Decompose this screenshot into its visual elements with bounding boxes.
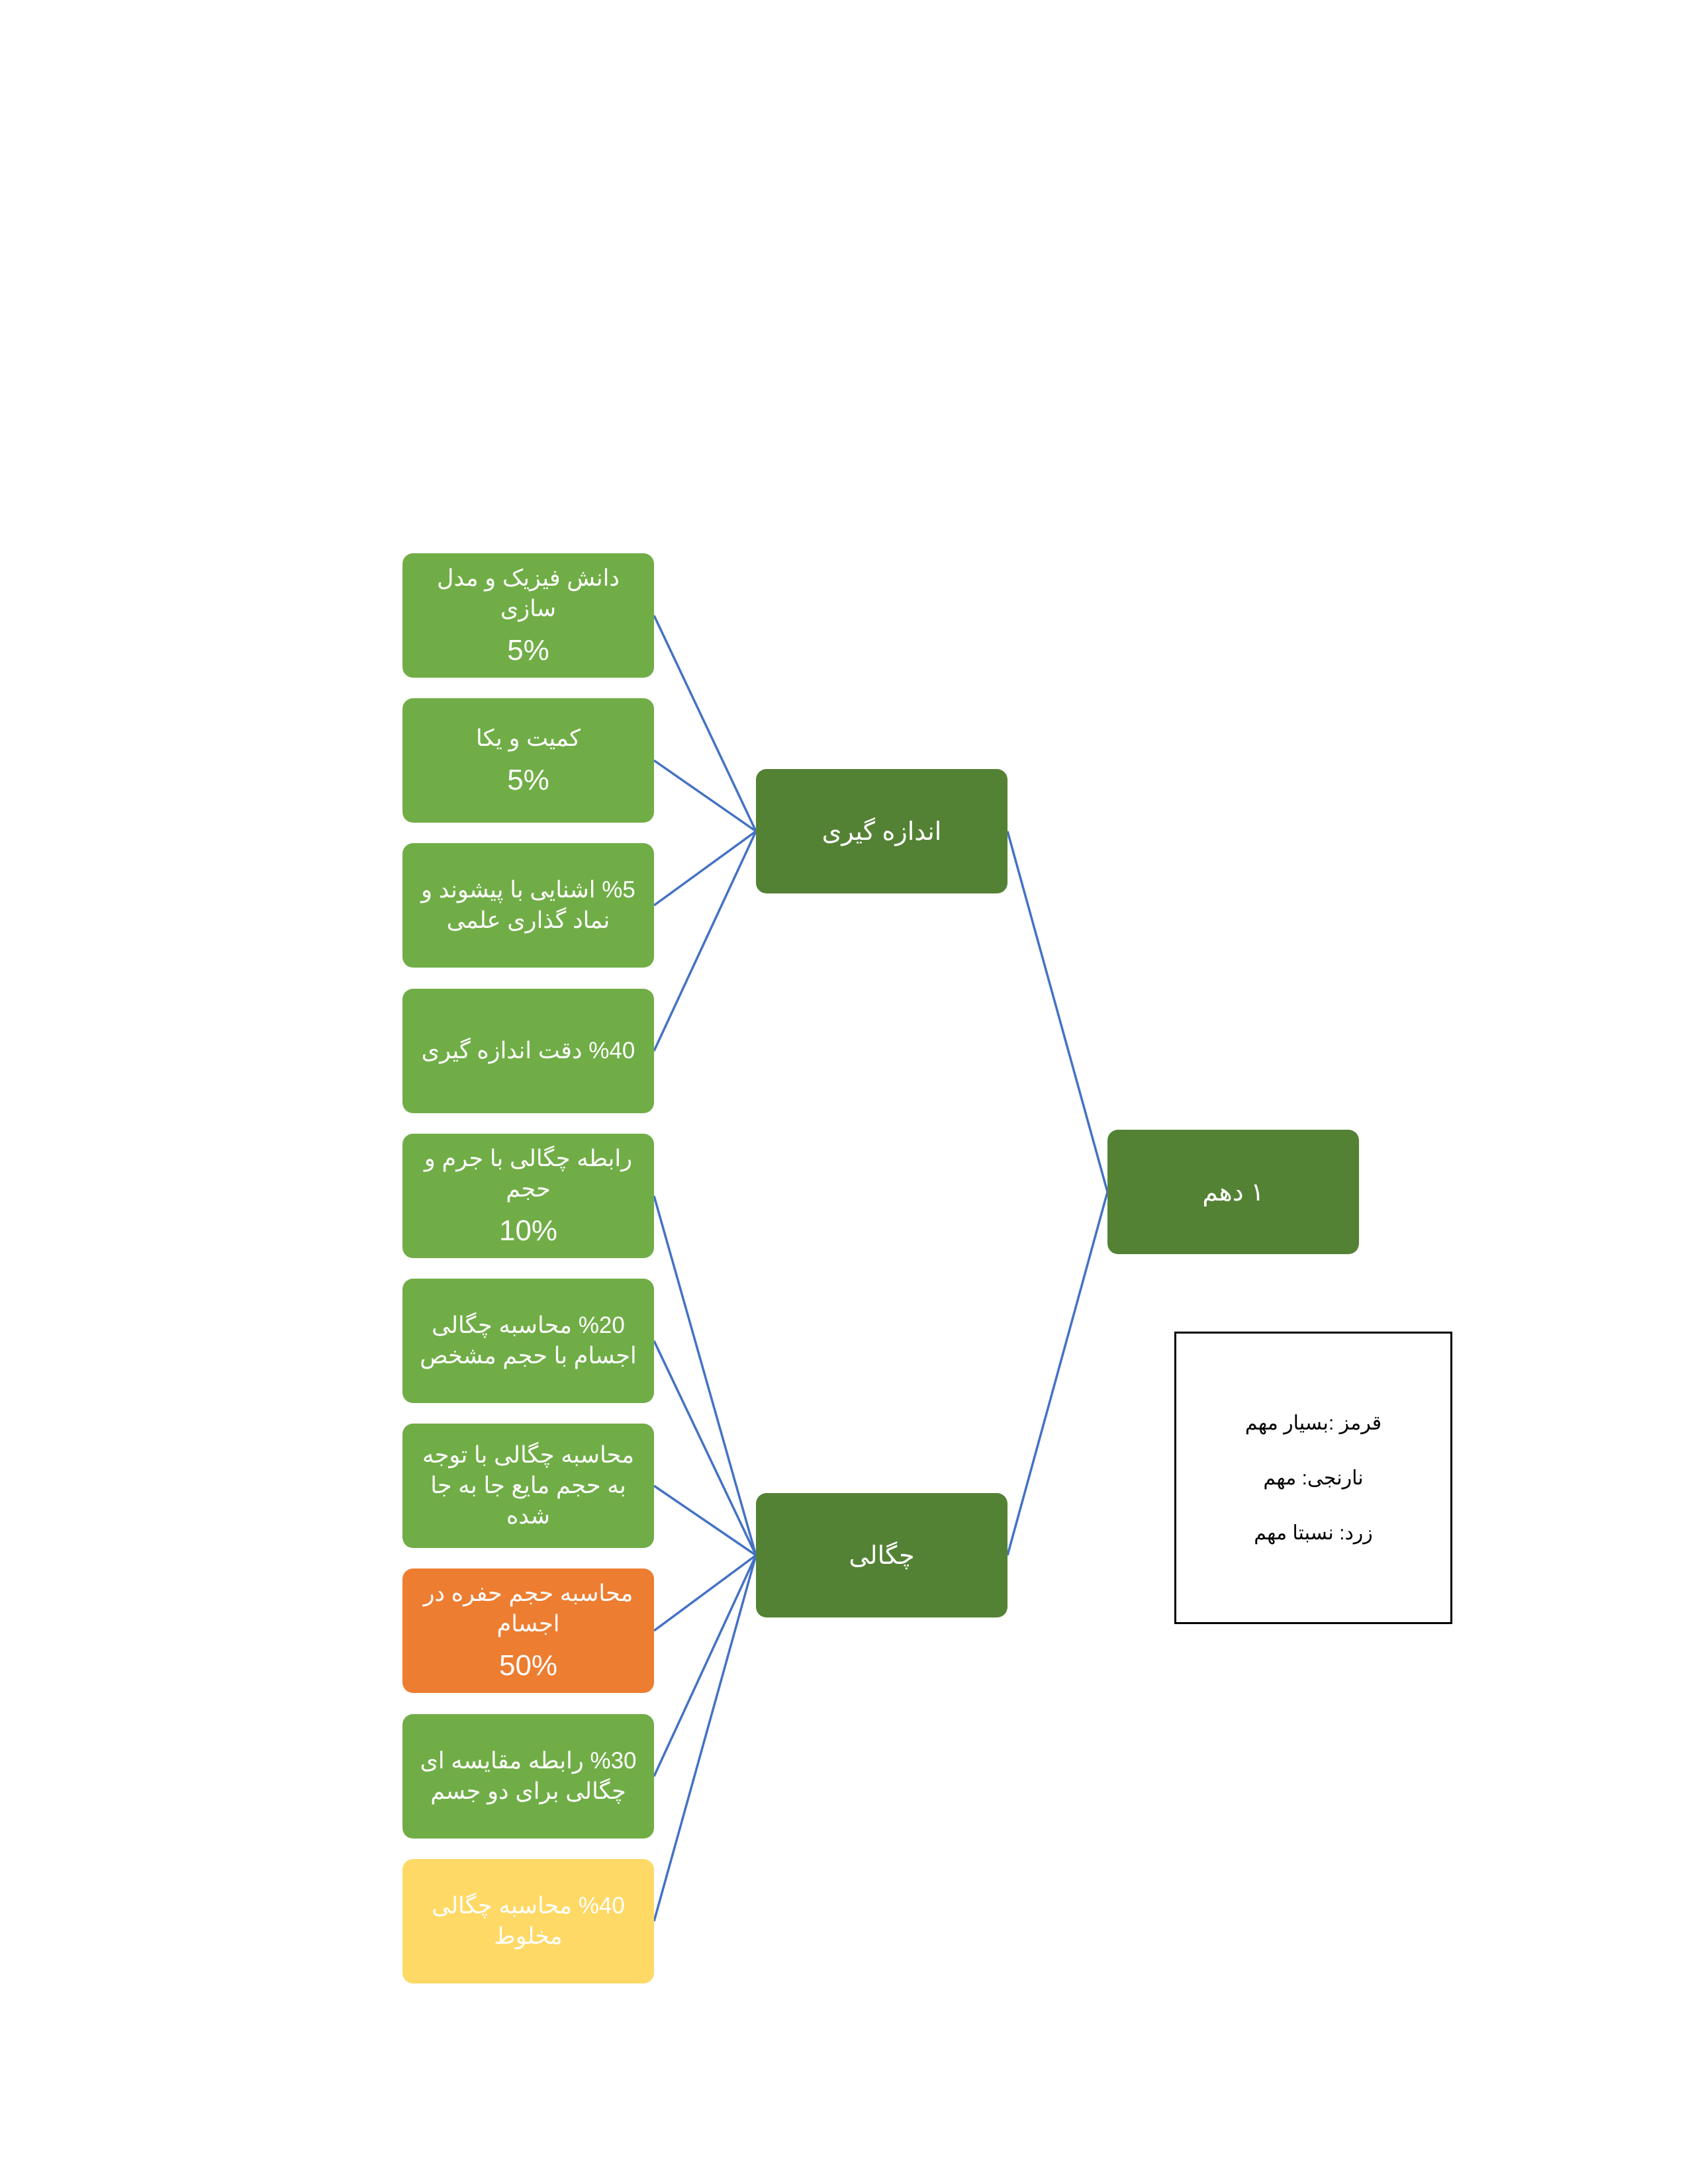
connector-density-leaf-6 bbox=[653, 1340, 757, 1556]
branch-node-measurement: اندازه گیری bbox=[756, 769, 1008, 893]
leaf-node-measurement-accuracy: %40 دقت اندازه گیری bbox=[402, 989, 654, 1113]
leaf-text: دانش فیزیک و مدل سازی bbox=[437, 565, 620, 621]
branch-label-density: چگالی bbox=[849, 1541, 915, 1570]
connector-density-leaf-10 bbox=[653, 1555, 757, 1922]
leaf-node-density-displaced-liquid: محاسبه چگالی با توجه به حجم مایع جا به ج… bbox=[402, 1424, 654, 1548]
leaf-text: کمیت و یکا bbox=[476, 725, 581, 751]
leaf-text: %5 اشنایی با پیشوند و نماد گذاری علمی bbox=[421, 877, 635, 933]
branch-label-measurement: اندازه گیری bbox=[821, 817, 942, 846]
connector-density-leaf-5 bbox=[653, 1195, 757, 1556]
leaf-node-cavity-volume: محاسبه حجم حفره در اجسام 50% bbox=[402, 1569, 654, 1693]
leaf-text: %20 محاسبه چگالی اجسام با حجم مشخص bbox=[420, 1312, 637, 1369]
leaf-node-density-comparison: %30 رابطه مقایسه ای چگالی برای دو جسم bbox=[402, 1714, 654, 1839]
connector-measurement-leaf-1 bbox=[653, 615, 757, 832]
leaf-percent: 10% bbox=[498, 1214, 558, 1247]
leaf-percent: 5% bbox=[507, 764, 549, 796]
connector-root-measurement bbox=[1006, 831, 1109, 1193]
connector-measurement-leaf-3 bbox=[653, 830, 757, 907]
root-label: ۱ دهم bbox=[1202, 1178, 1264, 1206]
connector-density-leaf-9 bbox=[653, 1555, 757, 1777]
legend-line-orange: نارنجی: مهم bbox=[1263, 1467, 1364, 1489]
connector-density-leaf-7 bbox=[653, 1484, 757, 1557]
legend-line-yellow: زرد: نسبتا مهم bbox=[1254, 1522, 1373, 1544]
leaf-node-physics-modeling: دانش فیزیک و مدل سازی 5% bbox=[402, 553, 654, 678]
leaf-node-prefixes-notation: %5 اشنایی با پیشوند و نماد گذاری علمی bbox=[402, 843, 654, 968]
connector-root-density bbox=[1006, 1191, 1109, 1556]
root-node-grade-10: ۱ دهم bbox=[1107, 1130, 1359, 1254]
legend-box: قرمز :بسیار مهم نارنجی: مهم زرد: نسبتا م… bbox=[1174, 1332, 1452, 1624]
branch-node-density: چگالی bbox=[756, 1493, 1008, 1617]
leaf-node-density-mass-volume: رابطه چگالی با جرم و حجم 10% bbox=[402, 1134, 654, 1258]
leaf-text: محاسبه چگالی با توجه به حجم مایع جا به ج… bbox=[422, 1442, 634, 1529]
legend-line-red: قرمز :بسیار مهم bbox=[1244, 1412, 1382, 1434]
connector-density-leaf-8 bbox=[653, 1554, 757, 1632]
leaf-text: %40 دقت اندازه گیری bbox=[421, 1038, 635, 1064]
leaf-text: رابطه چگالی با جرم و حجم bbox=[424, 1146, 633, 1202]
leaf-text: محاسبه حجم حفره در اجسام bbox=[423, 1580, 633, 1637]
leaf-node-mixture-density: %40 محاسبه چگالی مخلوط bbox=[402, 1859, 654, 1983]
leaf-node-density-known-volume: %20 محاسبه چگالی اجسام با حجم مشخص bbox=[402, 1279, 654, 1403]
connector-measurement-leaf-2 bbox=[653, 759, 757, 833]
leaf-node-quantity-units: کمیت و یکا 5% bbox=[402, 698, 654, 823]
leaf-text: %40 محاسبه چگالی مخلوط bbox=[432, 1893, 625, 1949]
leaf-percent: 5% bbox=[507, 634, 549, 666]
leaf-percent: 50% bbox=[498, 1649, 558, 1682]
leaf-text: %30 رابطه مقایسه ای چگالی برای دو جسم bbox=[420, 1748, 637, 1804]
connector-measurement-leaf-4 bbox=[653, 831, 757, 1052]
